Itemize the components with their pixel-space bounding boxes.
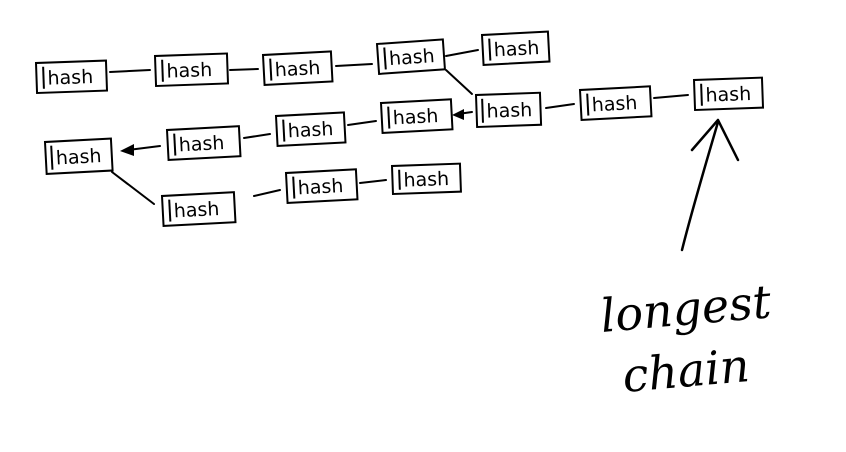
block-label: hash: [403, 168, 449, 192]
block-label: hash: [274, 57, 321, 81]
block-label: hash: [47, 66, 93, 90]
link-r2-3: [347, 120, 377, 126]
block-r2-5: hash: [474, 91, 543, 129]
link-r3-2: [359, 179, 387, 184]
block-r1-1: hash: [34, 59, 109, 95]
blocks: hash hash hash hash hash hash: [34, 30, 765, 228]
block-r3-1: hash: [160, 191, 237, 228]
block-label: hash: [392, 105, 439, 129]
block-r1-4: hash: [375, 38, 446, 75]
arrowhead-r2-4: [452, 109, 464, 120]
block-label: hash: [166, 59, 212, 83]
link-r2-2: [243, 133, 271, 139]
block-label: hash: [287, 118, 334, 142]
block-r2-4: hash: [379, 98, 454, 135]
block-label: hash: [493, 37, 540, 61]
annotation: longest chain: [598, 274, 773, 403]
link-fork-top: [445, 69, 473, 95]
block-r2-7: hash: [692, 76, 765, 112]
block-label: hash: [388, 45, 435, 70]
block-r2-6: hash: [578, 85, 653, 122]
block-label: hash: [297, 175, 344, 199]
block-label: hash: [486, 99, 532, 123]
block-label: hash: [705, 83, 751, 107]
link-r1-4: [445, 49, 479, 57]
block-label: hash: [591, 92, 638, 116]
annotation-line2: chain: [620, 338, 751, 403]
arrowhead-r2-1: [120, 144, 134, 156]
block-r2-2: hash: [165, 125, 242, 162]
block-r2-1: hash: [43, 137, 114, 176]
block-r3-2: hash: [284, 168, 359, 205]
block-label: hash: [178, 132, 225, 156]
link-r2-6: [653, 94, 689, 99]
link-r1-1: [109, 69, 151, 73]
link-r1-2: [229, 68, 259, 71]
block-r3-3: hash: [390, 162, 462, 196]
link-fork-bottom: [111, 171, 155, 205]
block-label: hash: [55, 145, 102, 169]
annotation-line1: longest: [598, 274, 773, 343]
block-r1-3: hash: [261, 50, 334, 87]
block-r1-2: hash: [153, 52, 230, 88]
block-r2-3: hash: [274, 111, 347, 148]
link-r3-1: [253, 189, 281, 197]
links: [109, 49, 689, 205]
block-r1-5: hash: [480, 30, 551, 67]
link-r2-5: [545, 103, 575, 109]
longest-chain-arrow: [680, 118, 740, 252]
block-label: hash: [173, 198, 220, 222]
link-r1-3: [335, 63, 373, 67]
